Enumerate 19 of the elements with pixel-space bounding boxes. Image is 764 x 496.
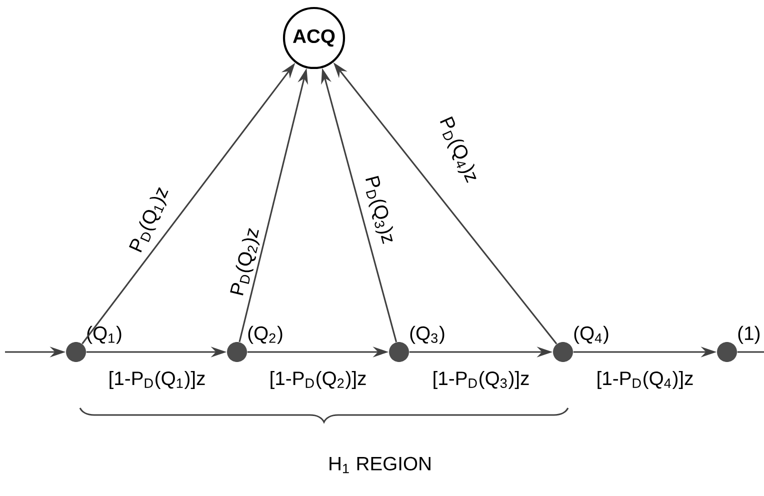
state-dot	[717, 342, 737, 362]
edge-label: [1-P$_{D}$(Q$_{1}$)]z	[106, 369, 208, 391]
state-dot	[389, 342, 409, 362]
state-label: (1)	[738, 326, 760, 344]
state-dot	[66, 342, 86, 362]
edge-label: [1-P$_{D}$(Q$_{3}$)]z	[430, 369, 532, 391]
edge-label: [1-P$_{D}$(Q$_{2}$)]z	[268, 369, 368, 391]
state-label: (Q$_{3}$)	[410, 326, 444, 344]
edge-label: P$_{D}$(Q$_{4}$)z	[433, 112, 483, 188]
state-label: (Q$_{4}$)	[574, 326, 608, 344]
state-dot	[553, 342, 573, 362]
region-label: H$_{1}$ REGION	[330, 456, 430, 474]
edge-label: P$_{D}$(Q$_{3}$)z	[359, 172, 399, 248]
state-dot	[227, 342, 247, 362]
edge-label: [1-P$_{D}$(Q$_{4}$)]z	[594, 369, 696, 391]
state-label: (Q$_{1}$)	[87, 326, 122, 344]
edge-label: P$_{D}$(Q$_{2}$)z	[226, 224, 266, 300]
state-label: (Q$_{2}$)	[248, 326, 282, 344]
edge-label: P$_{D}$(Q$_{1}$)z	[125, 182, 175, 258]
